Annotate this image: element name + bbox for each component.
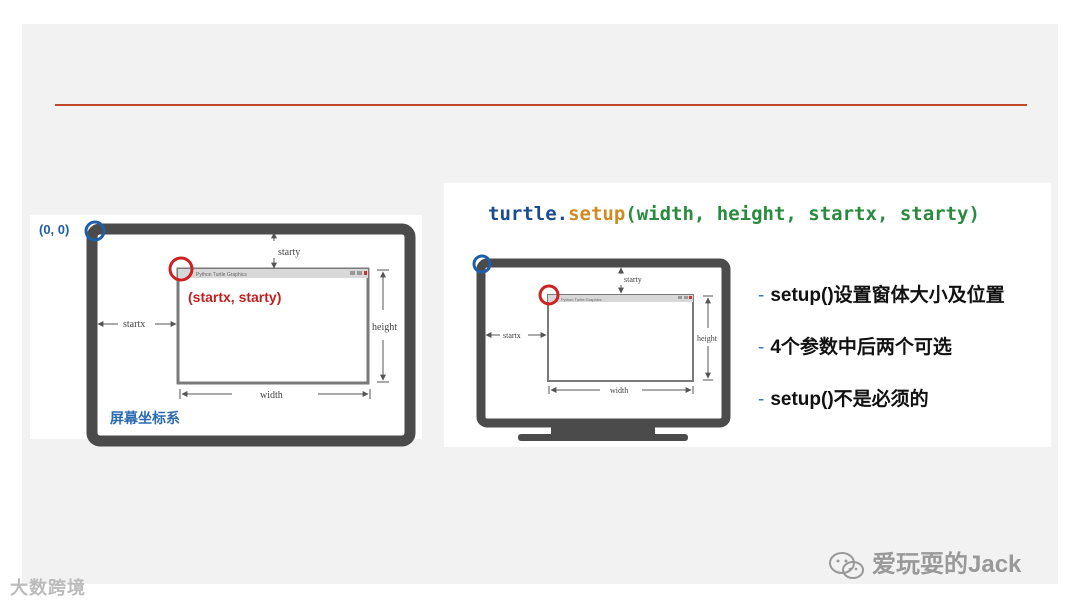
bullet-item: -setup()不是必须的 (758, 387, 1053, 439)
monitor-neck (551, 424, 655, 434)
bullet-item: -4个参数中后两个可选 (758, 335, 1053, 387)
left-width-label: width (260, 390, 283, 401)
right-monitor-diagram: Python Turtle Graphics starty startx hei… (474, 256, 726, 441)
start-label: (startx, starty) (188, 289, 281, 305)
bullet-text: 4个参数中后两个可选 (770, 337, 952, 358)
code-function: setup (568, 203, 625, 225)
bullet-dash: - (758, 285, 764, 306)
bullet-text: setup()不是必须的 (770, 389, 928, 410)
setup-code-line: turtle.setup(width, height, startx, star… (488, 203, 980, 225)
right-width-label: width (610, 386, 628, 395)
left-startx-label: startx (123, 319, 145, 330)
right-height-label: height (697, 334, 718, 343)
bullet-list: -setup()设置窗体大小及位置 -4个参数中后两个可选 -setup()不是… (758, 283, 1053, 439)
code-module: turtle. (488, 203, 568, 225)
bullet-item: -setup()设置窗体大小及位置 (758, 283, 1053, 335)
right-starty-label: starty (624, 275, 642, 284)
watermark-right-text: 爱玩耍的Jack (872, 551, 1021, 578)
wechat-icon (828, 551, 866, 581)
right-turtle-window: Python Turtle Graphics (548, 295, 693, 381)
right-window-title: Python Turtle Graphics (561, 297, 602, 302)
bullet-dash: - (758, 389, 764, 410)
watermark-right: 爱玩耍的Jack (828, 544, 1021, 581)
origin-label: (0, 0) (39, 222, 69, 237)
watermark-left: 大数跨境 (10, 574, 86, 600)
bullet-text: setup()设置窗体大小及位置 (770, 285, 1004, 306)
watermark-left-text: 大数跨境 (10, 578, 86, 598)
left-turtle-window: Python Turtle Graphics (178, 269, 368, 383)
bullet-dash: - (758, 337, 764, 358)
left-height-label: height (372, 322, 397, 333)
left-window-title: Python Turtle Graphics (196, 272, 247, 278)
monitor-stand (518, 434, 688, 441)
right-startx-label: startx (503, 331, 521, 340)
screen-coordinate-caption: 屏幕坐标系 (110, 410, 180, 426)
code-args: (width, height, startx, starty) (625, 203, 980, 225)
left-starty-label: starty (278, 247, 300, 258)
left-screen-diagram: Python Turtle Graphics (0, 0) (startx, s… (39, 222, 410, 441)
